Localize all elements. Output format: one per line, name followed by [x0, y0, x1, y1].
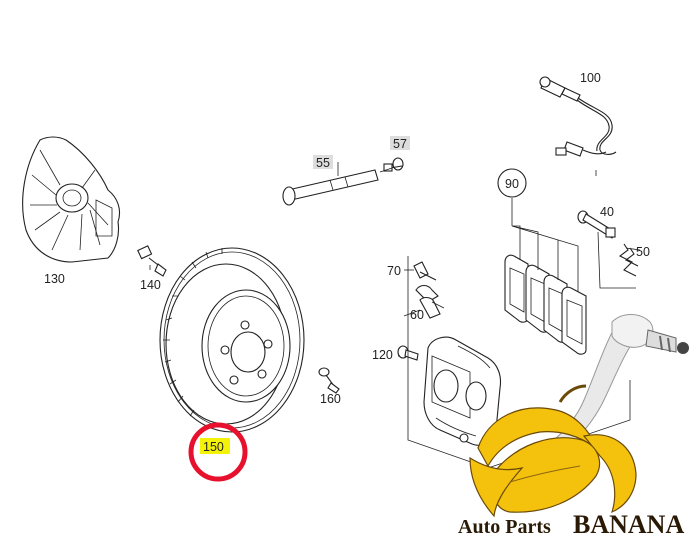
callout-60: 60 [410, 308, 424, 322]
watermark-logo: Auto Parts BANANA [458, 314, 689, 539]
bleeder-screw-part [413, 261, 445, 319]
brake-pads-part [504, 254, 587, 355]
callout-50: 50 [636, 245, 650, 259]
screw-160-part [318, 367, 340, 394]
callout-160: 160 [320, 392, 341, 406]
callout-100: 100 [580, 71, 601, 85]
callout-40: 40 [600, 205, 614, 219]
watermark-text-prefix: Auto Parts [458, 516, 551, 538]
guide-pin-part [282, 169, 379, 206]
callout-57: 57 [393, 137, 407, 151]
watermark-text-emphasis: BANANA [573, 510, 684, 539]
callout-55: 55 [316, 156, 330, 170]
banana-graphic [469, 384, 637, 518]
callout-70: 70 [387, 264, 401, 278]
bolt-40-part [577, 210, 616, 239]
callout-150-highlight [200, 438, 230, 454]
wear-sensor-part [539, 76, 617, 157]
dust-shield-part [22, 136, 121, 263]
caliper-part [423, 336, 502, 446]
highlight-ring [188, 422, 248, 482]
callout-140: 140 [140, 278, 161, 292]
brake-disc-part [159, 247, 305, 433]
callout-150: 150 [203, 440, 224, 454]
callout-labels: 100 57 55 90 40 50 130 140 70 60 120 160… [44, 71, 650, 482]
bolt-140-part [137, 245, 167, 277]
callout-120: 120 [372, 348, 393, 362]
spring-clip-part [618, 243, 639, 277]
callout-130: 130 [44, 272, 65, 286]
callout-57-box [390, 136, 410, 150]
callout-55-box [313, 155, 333, 169]
callout-90: 90 [505, 177, 519, 191]
callout-90-circle [497, 168, 527, 198]
bolt-57-part [383, 157, 404, 172]
